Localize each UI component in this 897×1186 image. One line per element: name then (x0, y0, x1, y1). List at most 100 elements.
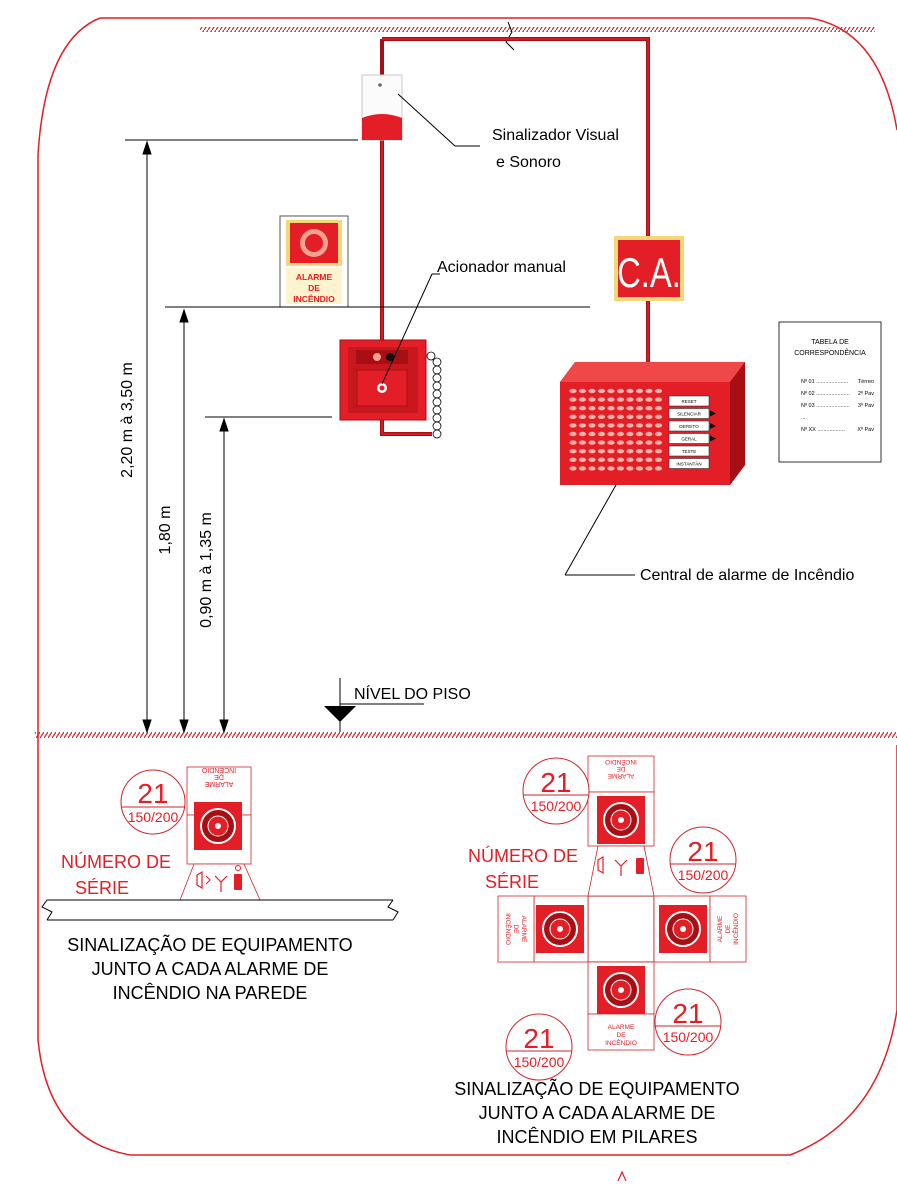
series-badge-right: 21 150/200 (669, 826, 737, 894)
svg-text:150/200: 150/200 (663, 1029, 714, 1045)
caption-pillar-1: SINALIZAÇÃO DE EQUIPAMENTO (454, 1078, 739, 1099)
grille-dot (645, 431, 653, 437)
svg-text:ALARME: ALARME (520, 916, 527, 943)
grille-dot (588, 406, 596, 411)
grille-dot (635, 397, 644, 402)
serie-label-wall: NÚMERO DE (61, 851, 171, 872)
dimension-lines (142, 140, 229, 734)
ceiling-hatch (200, 27, 875, 32)
grille-dot (578, 457, 587, 462)
grille-dot (654, 431, 663, 437)
panel-button-label: RESET (681, 399, 696, 404)
table-row-right: Xº Pav (857, 426, 874, 433)
dim-2-20-3-50: 2,20 m à 3,50 m (119, 362, 136, 478)
grille-dot (607, 449, 615, 454)
svg-text:DE: DE (308, 283, 320, 293)
grille-dot (626, 397, 634, 402)
decorative-mark (617, 1170, 627, 1182)
panel-button-label: GERAL (681, 437, 697, 442)
grille-dot (588, 440, 596, 445)
grille-dot (607, 457, 615, 462)
svg-text:C.A.: C.A. (617, 249, 681, 296)
caption-wall-1: SINALIZAÇÃO DE EQUIPAMENTO (67, 934, 352, 955)
svg-text:INCÊNDIO: INCÊNDIO (605, 758, 637, 767)
grille-dot (626, 423, 634, 428)
svg-text:150/200: 150/200 (514, 1054, 565, 1070)
siren-device (361, 74, 403, 141)
grille-dot (635, 431, 644, 437)
grille-dot (626, 414, 634, 419)
grille-dot (578, 406, 587, 411)
svg-text:SÉRIE: SÉRIE (485, 872, 539, 892)
caption-pillar-2: JUNTO A CADA ALARME DE (479, 1103, 716, 1123)
wiring (380, 37, 650, 362)
grille-dot (607, 440, 615, 445)
grille-dot (569, 466, 577, 471)
svg-text:DE: DE (725, 924, 732, 934)
panel-button-label: SILENCIAR (677, 412, 702, 417)
central-label: Central de alarme de Incêndio (640, 567, 854, 584)
series-badge-top: 21 150/200 (522, 757, 590, 825)
panel-button-label: DEFEITO (679, 424, 699, 429)
series-badge-wall: 21 150/200 (120, 769, 186, 835)
svg-text:21: 21 (540, 767, 571, 798)
grille-dot (645, 414, 653, 419)
svg-text:ALARME: ALARME (607, 772, 634, 779)
grille-dot (616, 388, 625, 394)
table-row-right: 3º Pav (858, 402, 874, 409)
svg-text:ALARME: ALARME (204, 780, 233, 787)
grille-dot (597, 431, 606, 437)
caption-wall-3: INCÊNDIO NA PAREDE (113, 983, 308, 1003)
grille-dot (616, 406, 625, 411)
grille-dot (569, 423, 577, 428)
svg-text:NÍVEL DO PISO: NÍVEL DO PISO (354, 684, 471, 703)
grille-dot (626, 457, 634, 462)
grille-dot (616, 431, 625, 437)
grille-dot (588, 397, 596, 402)
grille-dot (654, 449, 663, 454)
svg-text:DE: DE (616, 765, 626, 772)
grille-dot (569, 431, 577, 437)
grille-dot (597, 466, 606, 471)
grille-dot (616, 449, 625, 454)
svg-text:INCÊNDIO: INCÊNDIO (293, 293, 335, 304)
svg-text:21: 21 (672, 998, 703, 1029)
pillar-signage: ALARME DE INCÊNDIO ALARME DE INCÊNDIO AL… (468, 755, 747, 1081)
grille-dot (569, 388, 577, 394)
grille-dot (654, 440, 663, 445)
panel-button (668, 445, 710, 457)
panel-button (668, 458, 710, 469)
panel-led (710, 435, 716, 442)
grille-dot (569, 440, 577, 445)
grille-dot (588, 457, 596, 462)
svg-text:21: 21 (523, 1023, 554, 1054)
svg-text:SÉRIE: SÉRIE (75, 878, 129, 898)
grille-dot (597, 440, 606, 445)
grille-dot (626, 440, 634, 445)
svg-text:150/200: 150/200 (531, 798, 582, 814)
grille-dot (626, 449, 634, 454)
grille-dot (616, 414, 625, 419)
caption-pillar-3: INCÊNDIO EM PILARES (496, 1127, 697, 1147)
grille-dot (645, 457, 653, 462)
svg-text:INCÊNDIO: INCÊNDIO (731, 913, 740, 945)
grille-dot (616, 457, 625, 462)
floor-hatch (35, 732, 897, 738)
svg-text:DE: DE (512, 924, 519, 934)
svg-text:INCÊNDIO: INCÊNDIO (504, 913, 513, 945)
grille-dot (645, 423, 653, 428)
ca-sign: C.A. (614, 236, 684, 301)
grille-dot (654, 457, 663, 462)
siren-label: Sinalizador Visual (492, 127, 619, 144)
grille-dot (597, 414, 606, 419)
wire-coil (426, 351, 442, 439)
svg-text:DE: DE (214, 773, 224, 780)
svg-text:ALARME: ALARME (296, 272, 333, 282)
wall-signage: ALARME DE INCÊNDIO 21 150/200 NÚMERO DE … (41, 766, 399, 921)
svg-text:TABELA DE: TABELA DE (811, 339, 849, 346)
grille-dot (607, 414, 615, 419)
table-row-left: Nº 03 ...................... (801, 402, 850, 409)
grille-dot (645, 466, 653, 471)
